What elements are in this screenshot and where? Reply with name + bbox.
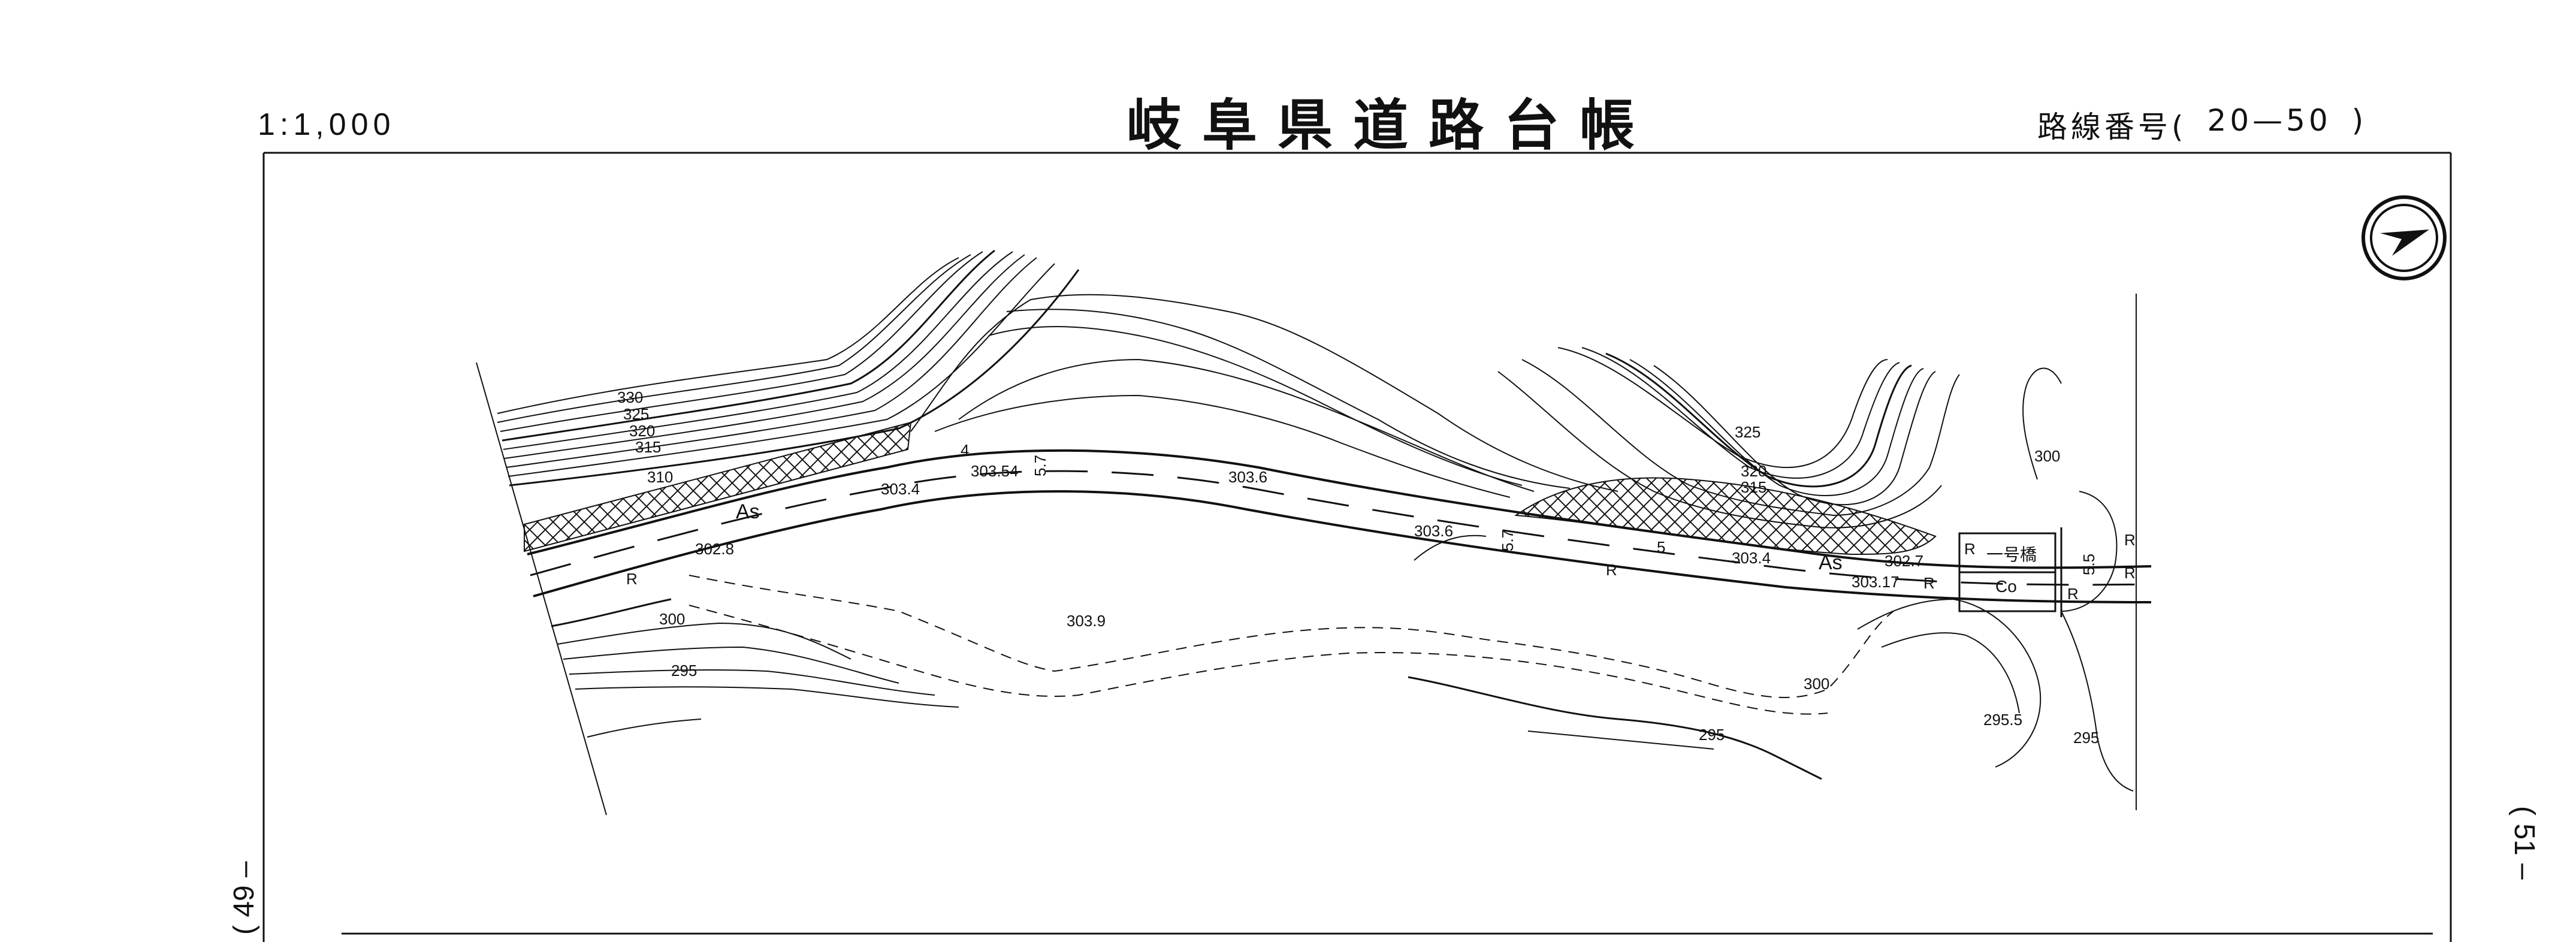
marker-label: R <box>1964 540 1976 558</box>
contour-label: 300 <box>1804 675 1829 693</box>
road <box>527 449 2152 603</box>
route-label: 路線番号( <box>2037 110 2187 144</box>
map-scale: 1:1,000 <box>258 107 395 142</box>
page-title: 岐阜県道路台帳 <box>1127 93 1656 158</box>
elevation-label: 303.4 <box>881 480 920 498</box>
marker-label: R <box>2124 564 2136 582</box>
bridge <box>1958 527 2062 617</box>
elevation-label: 303.4 <box>1732 549 1771 567</box>
contour-label: 315 <box>1741 478 1766 496</box>
marker-label: R <box>1923 574 1935 592</box>
surface-label: As <box>1819 551 1843 574</box>
embankment <box>688 535 1894 715</box>
surface-label: As <box>736 500 760 523</box>
contour-label: 315 <box>635 438 661 456</box>
elevation-label: 303.17 <box>1852 573 1899 591</box>
contour-label: 295 <box>671 662 697 680</box>
elevation-label: 295.5 <box>1983 711 2022 729</box>
width-label: 5.5 <box>2080 554 2098 575</box>
hatched-areas <box>524 421 1937 555</box>
marker-label: R <box>626 570 638 588</box>
bridge-name: 一号橋 <box>1986 545 2037 564</box>
elevation-label: 302.8 <box>695 540 734 558</box>
contour-label: 300 <box>2034 447 2060 465</box>
marker-label: R <box>1606 561 1617 579</box>
surface-label: Co <box>1995 577 2017 596</box>
sheet-frame <box>262 152 2452 942</box>
contour-label: 320 <box>1741 462 1766 480</box>
width-label: 5.7 <box>1031 455 1049 476</box>
contour-lines-south <box>551 367 2134 792</box>
contour-label: 325 <box>1735 423 1760 441</box>
contour-label: 295 <box>2073 729 2099 747</box>
contour-label: 320 <box>629 422 655 440</box>
map-extent <box>476 294 2137 816</box>
north-arrow-icon <box>2361 195 2447 280</box>
contour-lines <box>497 249 1618 498</box>
route-close: ) <box>2351 103 2367 138</box>
width-label: 5.7 <box>1499 530 1517 551</box>
marker-label: R <box>2124 531 2136 549</box>
marker-label: R <box>2067 585 2079 603</box>
elevation-label: 303.6 <box>1414 522 1453 540</box>
elevation-label: 303.6 <box>1228 468 1267 486</box>
elevation-label: 302.7 <box>1885 552 1923 570</box>
elevation-label: 303.9 <box>1067 612 1106 630</box>
width-label: 4 <box>961 441 969 459</box>
contour-label: 325 <box>623 405 649 423</box>
contour-label: 310 <box>647 468 673 486</box>
route-number-value: 20—50 <box>2207 103 2332 138</box>
contour-label: 330 <box>617 388 643 406</box>
contour-label: 295 <box>1699 726 1725 744</box>
route-number: 路線番号( 20—50 ) <box>2037 103 2367 146</box>
contour-label: 300 <box>659 610 685 628</box>
width-label: 5 <box>1657 538 1665 556</box>
elevation-label: 303.54 <box>971 462 1019 480</box>
